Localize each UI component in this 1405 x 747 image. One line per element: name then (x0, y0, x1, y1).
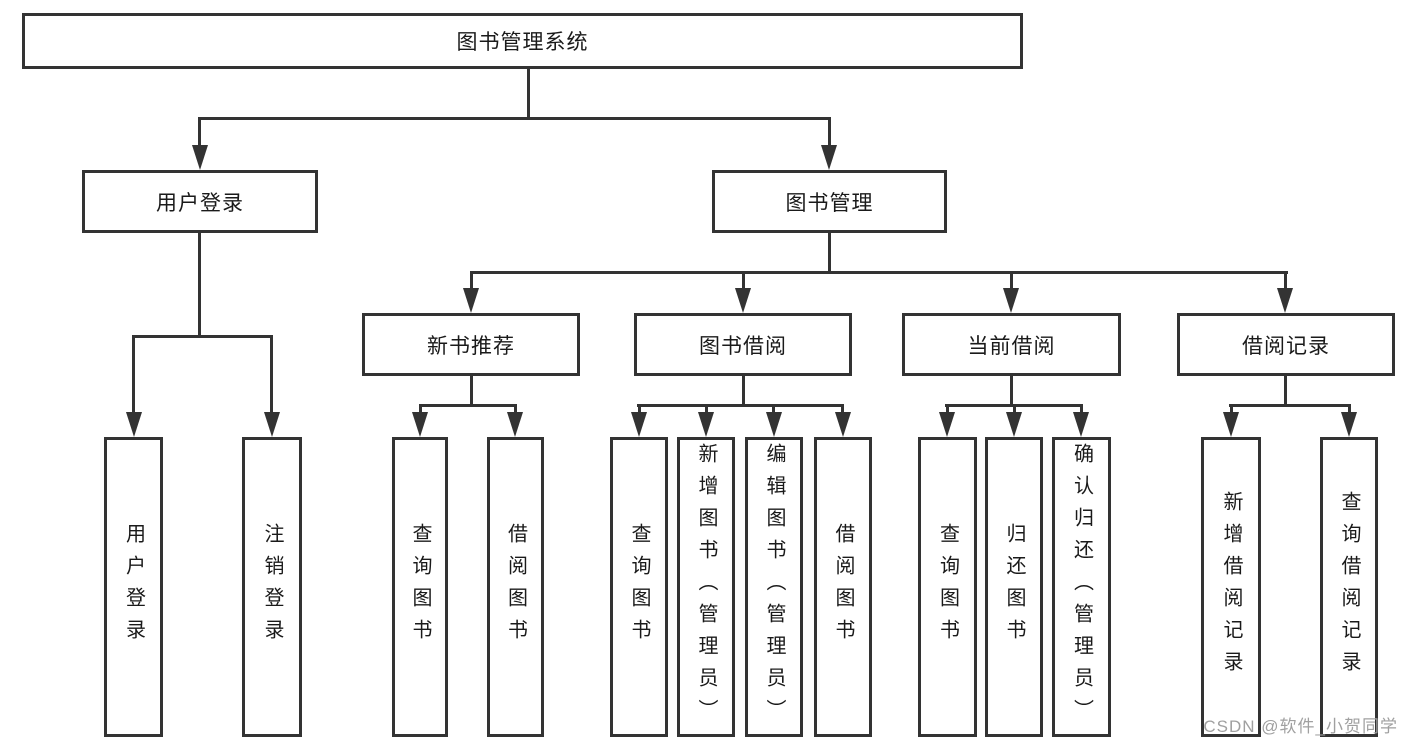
connector-line (132, 335, 273, 338)
node-new-book-recommend: 新书推荐 (362, 313, 580, 376)
connector-line (1010, 376, 1013, 406)
node-leaf-user-login: 用户登录 (104, 437, 163, 737)
node-book-borrowing: 图书借阅 (634, 313, 852, 376)
connector-line (1080, 404, 1083, 416)
node-leaf-confirm-return-admin: 确认归还（管理员） (1052, 437, 1111, 737)
connector-line (772, 404, 775, 416)
node-label: 用户登录 (122, 523, 145, 651)
node-leaf-borrow-books-recommend: 借阅图书 (487, 437, 544, 737)
watermark-text: CSDN @软件_小贺同学 (1203, 717, 1398, 736)
node-label: 图书管理 (785, 191, 874, 215)
node-label: 归还图书 (1003, 523, 1025, 651)
node-label: 编辑图书（管理员） (763, 443, 785, 731)
node-leaf-add-borrow-record: 新增借阅记录 (1201, 437, 1261, 737)
arrow-down-icon (463, 288, 479, 313)
node-label: 新增图书（管理员） (695, 443, 717, 731)
connector-line (1229, 404, 1350, 407)
arrow-down-icon (1277, 288, 1293, 313)
node-leaf-return-books: 归还图书 (985, 437, 1043, 737)
node-label: 借阅图书 (832, 523, 854, 651)
arrow-down-icon (631, 412, 647, 437)
node-root: 图书管理系统 (22, 13, 1023, 69)
connector-line (1230, 404, 1233, 416)
arrow-down-icon (939, 412, 955, 437)
node-user-login: 用户登录 (82, 170, 318, 233)
connector-line (198, 233, 201, 337)
node-leaf-add-books-admin: 新增图书（管理员） (677, 437, 735, 737)
connector-line (198, 117, 831, 120)
node-current-borrowing: 当前借阅 (902, 313, 1121, 376)
connector-line (828, 117, 831, 148)
node-leaf-query-books-borrowing: 查询图书 (610, 437, 668, 737)
arrow-down-icon (192, 145, 208, 170)
node-label: 查询图书 (409, 523, 431, 651)
node-label: 查询图书 (936, 523, 959, 651)
connector-line (1348, 404, 1351, 416)
connector-line (1010, 271, 1013, 291)
arrow-down-icon (766, 412, 782, 437)
node-label: 借阅记录 (1242, 334, 1330, 358)
connector-line (132, 335, 135, 415)
connector-line (841, 404, 844, 416)
arrow-down-icon (821, 145, 837, 170)
node-leaf-logout: 注销登录 (242, 437, 302, 737)
node-label: 图书借阅 (699, 334, 787, 358)
connector-line (270, 335, 273, 415)
node-leaf-query-books-recommend: 查询图书 (392, 437, 448, 737)
node-label: 新增借阅记录 (1220, 491, 1242, 683)
connector-line (527, 69, 530, 118)
node-label: 当前借阅 (967, 334, 1056, 358)
connector-line (470, 271, 473, 291)
connector-line (742, 271, 745, 291)
connector-line (1284, 271, 1287, 291)
arrow-down-icon (835, 412, 851, 437)
node-label: 查询借阅记录 (1338, 491, 1360, 683)
arrow-down-icon (1073, 412, 1089, 437)
connector-line (638, 404, 641, 416)
connector-line (470, 376, 473, 406)
arrow-down-icon (1006, 412, 1022, 437)
connector-line (198, 117, 201, 148)
arrow-down-icon (126, 412, 142, 437)
arrow-down-icon (507, 412, 523, 437)
arrow-down-icon (1223, 412, 1239, 437)
arrow-down-icon (735, 288, 751, 313)
arrow-down-icon (264, 412, 280, 437)
arrow-down-icon (698, 412, 714, 437)
connector-line (828, 233, 831, 273)
node-borrowing-records: 借阅记录 (1177, 313, 1395, 376)
arrow-down-icon (1003, 288, 1019, 313)
connector-line (419, 404, 517, 407)
connector-line (1013, 404, 1016, 416)
node-label: 图书管理系统 (456, 31, 589, 54)
connector-line (470, 271, 1288, 274)
arrow-down-icon (412, 412, 428, 437)
node-label: 新书推荐 (427, 334, 515, 358)
arrow-down-icon (1341, 412, 1357, 437)
connector-line (637, 404, 844, 407)
node-label: 注销登录 (261, 523, 283, 651)
node-leaf-query-borrow-record: 查询借阅记录 (1320, 437, 1378, 737)
node-leaf-query-books-current: 查询图书 (918, 437, 977, 737)
connector-line (742, 376, 745, 406)
connector-line (946, 404, 949, 416)
connector-line (1284, 376, 1287, 406)
node-label: 查询图书 (628, 523, 650, 651)
node-label: 用户登录 (156, 191, 244, 215)
node-leaf-borrow-books-borrowing: 借阅图书 (814, 437, 872, 737)
connector-line (514, 404, 517, 416)
node-label: 借阅图书 (504, 523, 527, 651)
node-leaf-edit-books-admin: 编辑图书（管理员） (745, 437, 803, 737)
connector-line (419, 404, 422, 416)
node-label: 确认归还（管理员） (1070, 443, 1093, 731)
connector-line (705, 404, 708, 416)
node-book-management: 图书管理 (712, 170, 947, 233)
